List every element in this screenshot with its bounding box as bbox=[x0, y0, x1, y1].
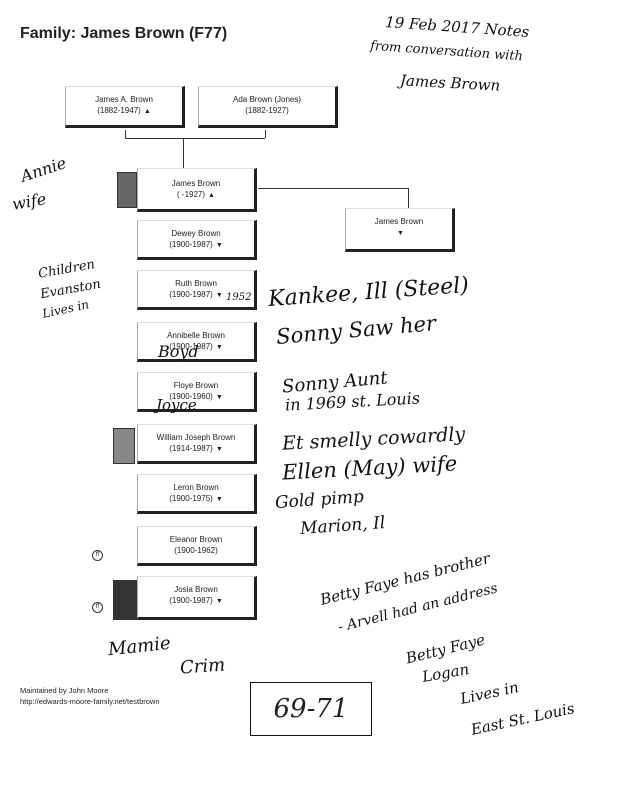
triangle-down-icon[interactable]: ▼ bbox=[215, 446, 223, 453]
triangle-down-icon[interactable]: ▼ bbox=[215, 394, 223, 401]
child-photo bbox=[113, 580, 137, 620]
focus-dates: ( -1927) bbox=[177, 190, 206, 199]
father-name: James A. Brown bbox=[95, 95, 153, 104]
child-box[interactable]: Floye Brown (1900-1960)▼ bbox=[137, 372, 257, 412]
note-william: Et smelly cowardly bbox=[281, 423, 466, 455]
child-name: Floye Brown bbox=[173, 381, 219, 390]
note-code-box: 69-71 bbox=[250, 682, 372, 736]
triangle-down-icon[interactable]: ▼ bbox=[215, 598, 223, 605]
child-name: William Joseph Brown bbox=[156, 433, 236, 442]
focus-box[interactable]: James Brown ( -1927)▲ bbox=[137, 168, 257, 212]
note-betty4: Logan bbox=[420, 660, 471, 686]
triangle-down-icon[interactable]: ▼ bbox=[215, 292, 223, 299]
note-ruth-year: 1952 bbox=[226, 292, 252, 303]
note-leron2: Marion, Il bbox=[299, 513, 386, 539]
child-name: Leron Brown bbox=[173, 483, 219, 492]
spouse-box[interactable]: James Brown ▼ bbox=[345, 208, 455, 252]
child-name: Dewey Brown bbox=[171, 229, 221, 238]
family-icon[interactable]: ff bbox=[92, 602, 103, 613]
note-annie: Annie bbox=[18, 153, 69, 186]
child-dates: (1900-1987) bbox=[169, 342, 213, 351]
footer-maintainer: Maintained by John Moore bbox=[20, 686, 109, 695]
note-wife: wife bbox=[10, 189, 48, 214]
child-dates: (1900-1987) bbox=[169, 290, 213, 299]
note-top-line2: from conversation with bbox=[369, 38, 524, 65]
parent-box-mother[interactable]: Ada Brown (Jones) (1882-1927) bbox=[198, 86, 338, 128]
note-betty5: Lives in bbox=[458, 678, 521, 708]
child-box[interactable]: Leron Brown (1900-1975)▼ bbox=[137, 474, 257, 514]
note-top-line1: 19 Feb 2017 Notes bbox=[384, 12, 530, 42]
note-mamie: Mamie bbox=[107, 632, 172, 661]
child-box[interactable]: Dewey Brown (1900-1987)▼ bbox=[137, 220, 257, 260]
note-william2: Ellen (May) wife bbox=[281, 451, 458, 485]
triangle-down-icon[interactable]: ▼ bbox=[397, 230, 404, 237]
child-dates: (1914-1987) bbox=[169, 444, 213, 453]
child-box[interactable]: Eleanor Brown (1900-1962) bbox=[137, 526, 257, 566]
connector-focus-spouse bbox=[258, 188, 408, 189]
triangle-up-icon[interactable]: ▲ bbox=[208, 192, 215, 199]
child-name: Ruth Brown bbox=[175, 279, 217, 288]
footer-url[interactable]: http://edwards-moore-family.net/testbrow… bbox=[20, 697, 160, 706]
spouse-name: James Brown bbox=[374, 217, 424, 226]
note-top-line3: James Brown bbox=[399, 71, 501, 95]
note-boyd: Boyd bbox=[158, 342, 199, 361]
child-dates: (1900-1987) bbox=[169, 240, 213, 249]
focus-name: James Brown bbox=[171, 179, 221, 188]
note-betty6: East St. Louis bbox=[469, 699, 577, 739]
note-betty3: Betty Faye bbox=[404, 630, 487, 668]
child-dates: (1900-1960) bbox=[169, 392, 213, 401]
child-photo bbox=[113, 428, 135, 464]
note-joyce: Joyce bbox=[156, 396, 197, 414]
connector-parents-left bbox=[125, 130, 126, 138]
note-evanston: Evanston bbox=[39, 276, 102, 303]
connector-parents-right bbox=[265, 130, 266, 138]
page-title: Family: James Brown (F77) bbox=[20, 25, 228, 42]
child-box[interactable]: Josia Brown (1900-1987)▼ bbox=[137, 576, 257, 620]
child-box[interactable]: William Joseph Brown (1914-1987)▼ bbox=[137, 424, 257, 464]
connector-parents bbox=[125, 138, 265, 139]
child-dates: (1900-1987) bbox=[169, 596, 213, 605]
note-leron: Gold pimp bbox=[274, 486, 365, 514]
child-dates: (1900-1975) bbox=[169, 494, 213, 503]
note-ruth2: Sonny Saw her bbox=[275, 311, 437, 349]
triangle-up-icon[interactable]: ▲ bbox=[143, 108, 151, 115]
focus-photo bbox=[117, 172, 137, 208]
mother-dates: (1882-1927) bbox=[245, 106, 289, 115]
parent-box-father[interactable]: James A. Brown (1882-1947)▲ bbox=[65, 86, 185, 128]
note-crim: Crim bbox=[179, 654, 226, 679]
mother-name: Ada Brown (Jones) bbox=[232, 95, 302, 104]
triangle-down-icon[interactable]: ▼ bbox=[215, 344, 223, 351]
child-box[interactable]: Ruth Brown (1900-1987)▼ bbox=[137, 270, 257, 310]
father-dates: (1882-1947) bbox=[97, 106, 141, 115]
child-name: Annibelle Brown bbox=[167, 331, 225, 340]
family-icon[interactable]: ff bbox=[92, 550, 103, 561]
triangle-down-icon[interactable]: ▼ bbox=[215, 242, 223, 249]
child-name: Josia Brown bbox=[174, 585, 218, 594]
triangle-down-icon[interactable]: ▼ bbox=[215, 496, 223, 503]
connector-to-focus bbox=[183, 138, 184, 168]
child-name: Eleanor Brown bbox=[169, 535, 223, 544]
child-dates: (1900-1962) bbox=[174, 546, 218, 555]
child-box[interactable]: Annibelle Brown (1900-1987)▼ bbox=[137, 322, 257, 362]
connector-spouse-drop bbox=[408, 188, 409, 208]
note-ruth: Kankee, Ill (Steel) bbox=[267, 273, 470, 312]
